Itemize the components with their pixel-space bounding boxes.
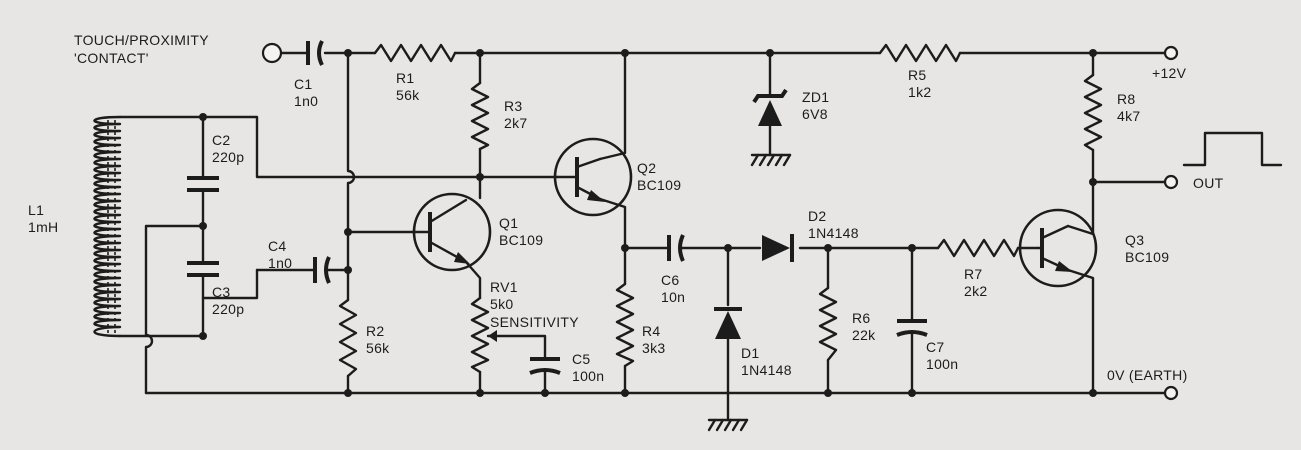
d1-ref: D1 (741, 345, 760, 361)
capacitor-c5 (529, 357, 561, 375)
c4-ref: C4 (268, 238, 287, 254)
rv1-ref: RV1 (490, 279, 518, 295)
q1-value: BC109 (499, 232, 543, 248)
q2-ref: Q2 (637, 160, 656, 176)
rv1-value: 5k0 (490, 296, 513, 312)
zd1-value: 6V8 (802, 106, 828, 122)
q3-value: BC109 (1125, 249, 1169, 265)
c2-ref: C2 (212, 132, 231, 148)
l1-ref: L1 (28, 202, 44, 218)
ground-label: 0V (EARTH) (1107, 367, 1188, 383)
potentiometer-rv1 (470, 296, 490, 374)
d1-value: 1N4148 (741, 362, 792, 378)
input-label-line2: 'CONTACT' (74, 50, 149, 66)
supply-terminal (1163, 45, 1179, 61)
inductor-l1 (93, 115, 122, 338)
capacitor-c6 (667, 234, 685, 262)
c1-ref: C1 (294, 76, 313, 92)
r3-value: 2k7 (504, 115, 527, 131)
c4-value: 1n0 (268, 255, 292, 271)
r6-ref: R6 (852, 310, 871, 326)
r3-ref: R3 (504, 98, 523, 114)
input-label-line1: TOUCH/PROXIMITY (74, 32, 209, 48)
resistor-r7 (936, 238, 1020, 258)
resistor-r8 (1083, 73, 1103, 152)
diode-d1 (714, 307, 742, 339)
resistor-r4 (615, 282, 635, 368)
touch-contact-terminal (261, 42, 283, 64)
r5-value: 1k2 (908, 84, 931, 100)
resistor-r3 (470, 81, 490, 151)
junction-dots (199, 49, 1097, 397)
zd1-ref: ZD1 (802, 89, 829, 105)
capacitor-c7 (896, 319, 928, 337)
r8-value: 4k7 (1117, 108, 1140, 124)
r6-value: 22k (852, 327, 876, 343)
c7-ref: C7 (926, 339, 945, 355)
resistor-r2 (338, 298, 358, 378)
l1-value: 1mH (28, 219, 58, 235)
resistor-r1 (373, 43, 457, 63)
capacitor-c2 (187, 176, 219, 192)
capacitor-c3 (187, 261, 219, 277)
d2-ref: D2 (808, 208, 827, 224)
c7-value: 100n (926, 356, 958, 372)
resistor-r6 (818, 286, 838, 362)
r4-ref: R4 (642, 323, 661, 339)
r7-ref: R7 (964, 266, 983, 282)
ground-symbol-d1 (707, 418, 749, 432)
c6-ref: C6 (661, 272, 680, 288)
c1-value: 1n0 (294, 93, 318, 109)
rv1-name: SENSITIVITY (490, 314, 579, 330)
c5-value: 100n (572, 368, 604, 384)
r2-value: 56k (366, 340, 390, 356)
r1-ref: R1 (396, 70, 415, 86)
r1-value: 56k (396, 87, 420, 103)
r4-value: 3k3 (642, 340, 665, 356)
capacitor-c1 (306, 40, 324, 66)
potentiometer-wiper-arrow (488, 330, 497, 342)
q1-ref: Q1 (499, 215, 518, 231)
transistor-q3 (1018, 208, 1098, 288)
c2-value: 220p (212, 149, 244, 165)
wiring (118, 51, 1167, 422)
output-label: OUT (1193, 175, 1224, 191)
r2-ref: R2 (366, 323, 385, 339)
c5-ref: C5 (572, 351, 591, 367)
r5-ref: R5 (908, 67, 927, 83)
q2-value: BC109 (637, 177, 681, 193)
ground-symbol-zd1 (750, 153, 792, 167)
capacitor-c4 (313, 256, 331, 284)
transistor-q1 (410, 192, 492, 272)
c3-value: 220p (212, 301, 244, 317)
c3-ref: C3 (212, 284, 231, 300)
resistor-r5 (878, 43, 962, 63)
c6-value: 10n (661, 289, 685, 305)
zener-diode-zd1 (752, 88, 788, 126)
q3-ref: Q3 (1125, 232, 1144, 248)
supply-label: +12V (1152, 65, 1187, 81)
r8-ref: R8 (1117, 91, 1136, 107)
labels: TOUCH/PROXIMITY 'CONTACT' C1 1n0 R1 56k … (28, 32, 1224, 384)
transistor-q2 (553, 137, 633, 217)
r7-value: 2k2 (964, 283, 987, 299)
diode-d2 (762, 234, 794, 262)
d2-value: 1N4148 (808, 225, 859, 241)
output-terminal (1163, 174, 1179, 190)
output-square-wave-icon (1182, 131, 1283, 167)
ground-terminal (1163, 385, 1179, 401)
